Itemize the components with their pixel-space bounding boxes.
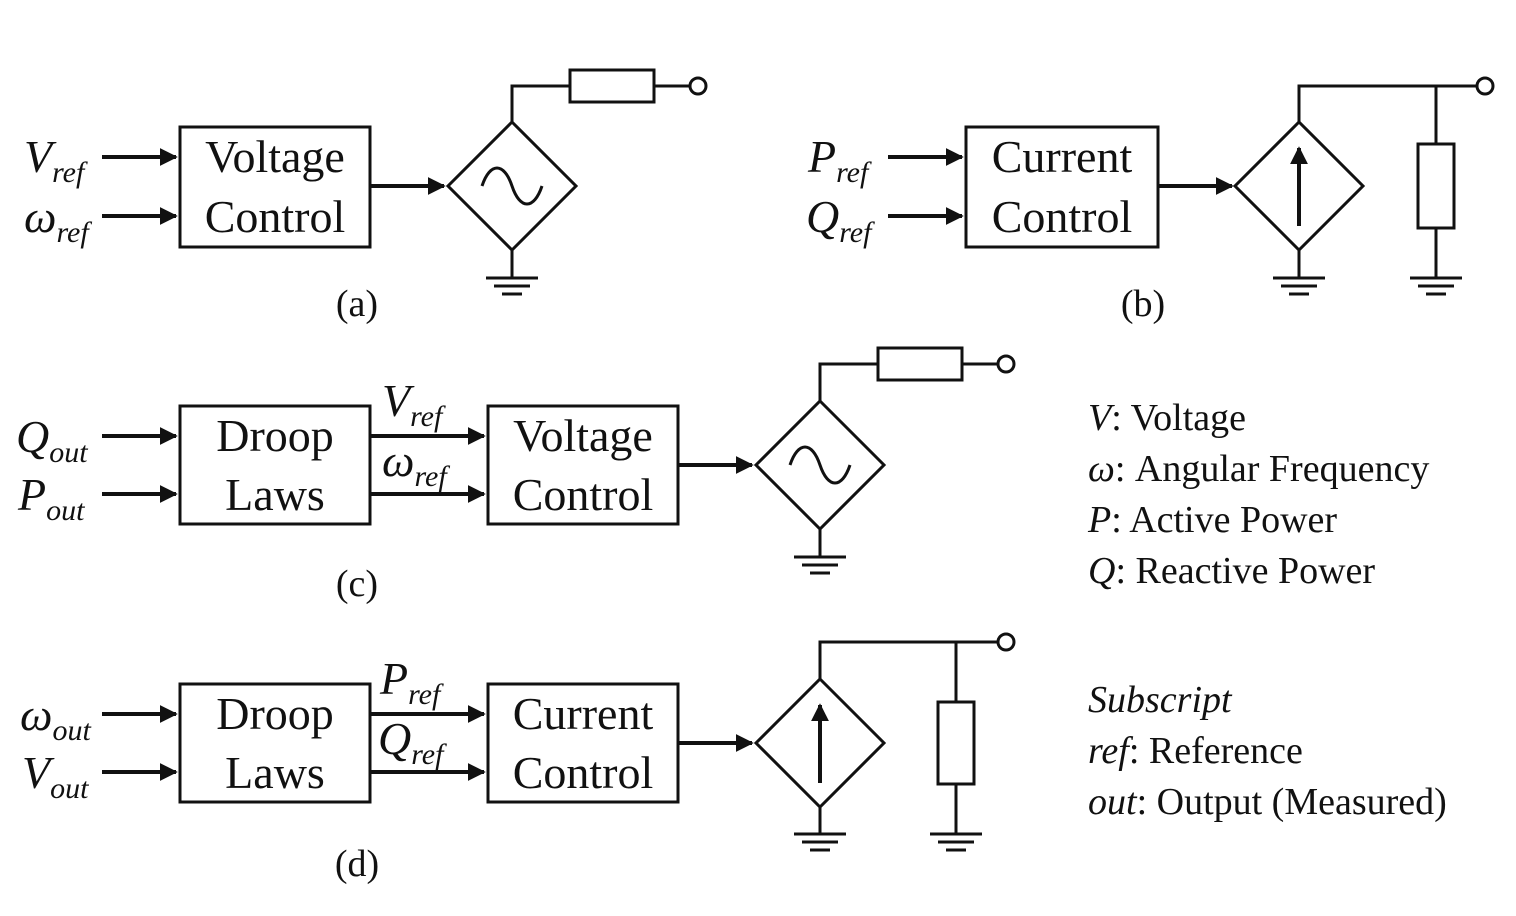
legend-item-angular-frequency: ω: Angular Frequency — [1088, 448, 1429, 490]
panel-a: Vref ωref Voltage Control (a) — [24, 68, 708, 325]
legend-subscript-out: out: Output (Measured) — [1088, 781, 1447, 823]
terminal-a — [688, 76, 708, 96]
mid-label-d-2: Qref — [378, 713, 447, 771]
wire-a — [510, 84, 570, 122]
droop-laws-block-d — [178, 682, 372, 804]
ground-icon-b2 — [1410, 276, 1462, 296]
mid-label-d-1: Pref — [379, 653, 444, 711]
caption-c: (c) — [336, 563, 378, 605]
block-label-d-line1: Current — [513, 688, 654, 739]
panel-b: Pref Qref Current Control (b) — [806, 76, 1495, 325]
resistor-a — [568, 68, 656, 104]
terminal-c — [996, 354, 1016, 374]
resistor-c — [876, 346, 964, 382]
terminal-b — [1475, 76, 1495, 96]
caption-d: (d) — [335, 843, 379, 885]
input-label-c-1: Qout — [16, 411, 88, 469]
input-label-a-1: Vref — [24, 131, 88, 189]
block-label-a-line2: Control — [205, 191, 346, 242]
block-label-b-line1: Current — [992, 131, 1133, 182]
input-label-d-2: Vout — [22, 747, 89, 805]
legend-subscript-title: Subscript — [1088, 679, 1233, 721]
shunt-resistor-d — [936, 700, 976, 786]
input-label-a-2: ωref — [24, 191, 92, 249]
legend-item-active-power: P: Active Power — [1087, 499, 1337, 541]
input-label-b-2: Qref — [806, 191, 875, 249]
legend-subscript-ref: ref: Reference — [1088, 730, 1303, 772]
wire-c — [818, 362, 878, 401]
caption-a: (a) — [336, 283, 378, 325]
block-label-a-line1: Voltage — [205, 131, 345, 182]
wire-d — [818, 640, 998, 679]
legend-item-voltage: V: Voltage — [1088, 397, 1246, 439]
panel-c: Qout Pout Droop Laws Vref ωref Voltage C… — [16, 346, 1016, 605]
input-label-c-2: Pout — [17, 469, 85, 527]
block-label-c-line2: Control — [513, 469, 654, 520]
sine-icon-a — [480, 166, 544, 206]
droop-label-d-line1: Droop — [216, 688, 334, 739]
legend-item-reactive-power: Q: Reactive Power — [1088, 550, 1375, 592]
ground-icon-d2 — [930, 832, 982, 852]
wire-b — [1297, 84, 1476, 122]
ground-icon-d1 — [794, 807, 846, 852]
droop-label-d-line2: Laws — [225, 747, 325, 798]
sine-icon-c — [788, 445, 852, 485]
mid-label-c-1: Vref — [382, 375, 446, 433]
block-label-d-line2: Control — [513, 747, 654, 798]
ground-icon-b1 — [1273, 250, 1325, 296]
legend: V: Voltage ω: Angular Frequency P: Activ… — [1087, 397, 1447, 823]
input-label-b-1: Pref — [807, 131, 872, 189]
mid-label-c-2: ωref — [382, 435, 450, 493]
ground-icon-c — [794, 529, 846, 575]
droop-label-c-line2: Laws — [225, 469, 325, 520]
ground-icon-a — [486, 250, 538, 296]
block-label-c-line1: Voltage — [513, 410, 653, 461]
input-label-d-1: ωout — [20, 689, 91, 747]
droop-label-c-line1: Droop — [216, 410, 334, 461]
panel-d: ωout Vout Droop Laws Pref Qref Current C… — [20, 632, 1016, 885]
droop-laws-block-c — [178, 404, 372, 526]
shunt-resistor-b — [1416, 142, 1456, 230]
block-label-b-line2: Control — [992, 191, 1133, 242]
caption-b: (b) — [1121, 283, 1165, 325]
terminal-d — [996, 632, 1016, 652]
